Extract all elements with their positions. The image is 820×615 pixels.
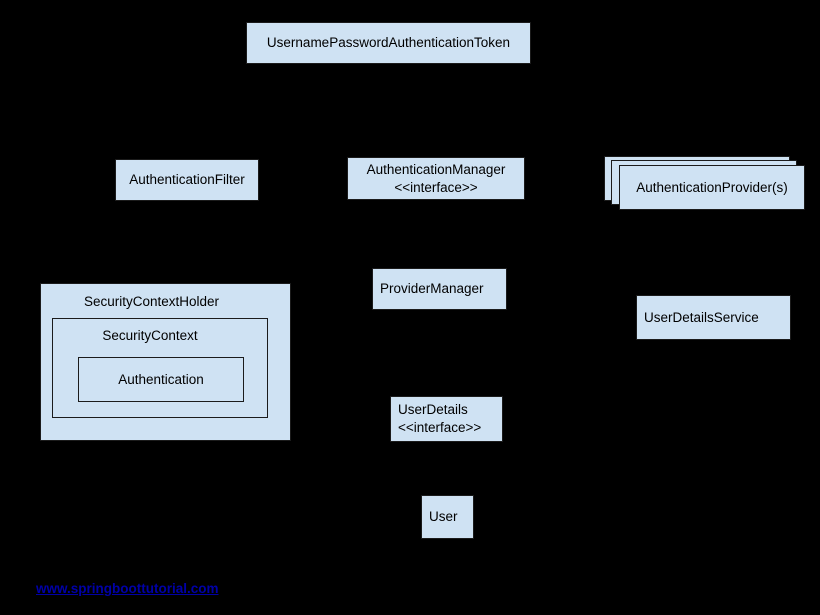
class-box-authentication-filter: AuthenticationFilter xyxy=(115,159,259,201)
class-box-authentication-providers: AuthenticationProvider(s) xyxy=(619,165,805,210)
class-box-username-password-authentication-token: UsernamePasswordAuthenticationToken xyxy=(246,22,531,64)
class-box-stack-authentication-providers: AuthenticationProvider(s) xyxy=(604,156,806,211)
website-link[interactable]: www.springboottutorial.com xyxy=(36,581,219,596)
class-name-label: UserDetails xyxy=(398,402,468,418)
security-context-label: SecurityContext xyxy=(102,328,198,343)
class-box-security-context-holder: SecurityContextHolder SecurityContext Au… xyxy=(40,283,291,441)
class-box-security-context: SecurityContext Authentication xyxy=(52,318,268,418)
security-context-holder-label: SecurityContextHolder xyxy=(83,294,220,309)
interface-stereotype-label: <<interface>> xyxy=(398,420,482,435)
class-box-provider-manager: ProviderManager xyxy=(372,268,507,310)
class-box-authentication: Authentication xyxy=(78,357,244,402)
class-box-user: User xyxy=(421,495,474,539)
class-box-user-details-service: UserDetailsService xyxy=(636,295,791,340)
class-box-authentication-manager: AuthenticationManager <<interface>> xyxy=(347,157,525,200)
class-box-user-details: UserDetails <<interface>> xyxy=(390,396,503,442)
class-name-label: AuthenticationManager xyxy=(366,161,506,177)
interface-stereotype-label: <<interface>> xyxy=(394,179,478,195)
